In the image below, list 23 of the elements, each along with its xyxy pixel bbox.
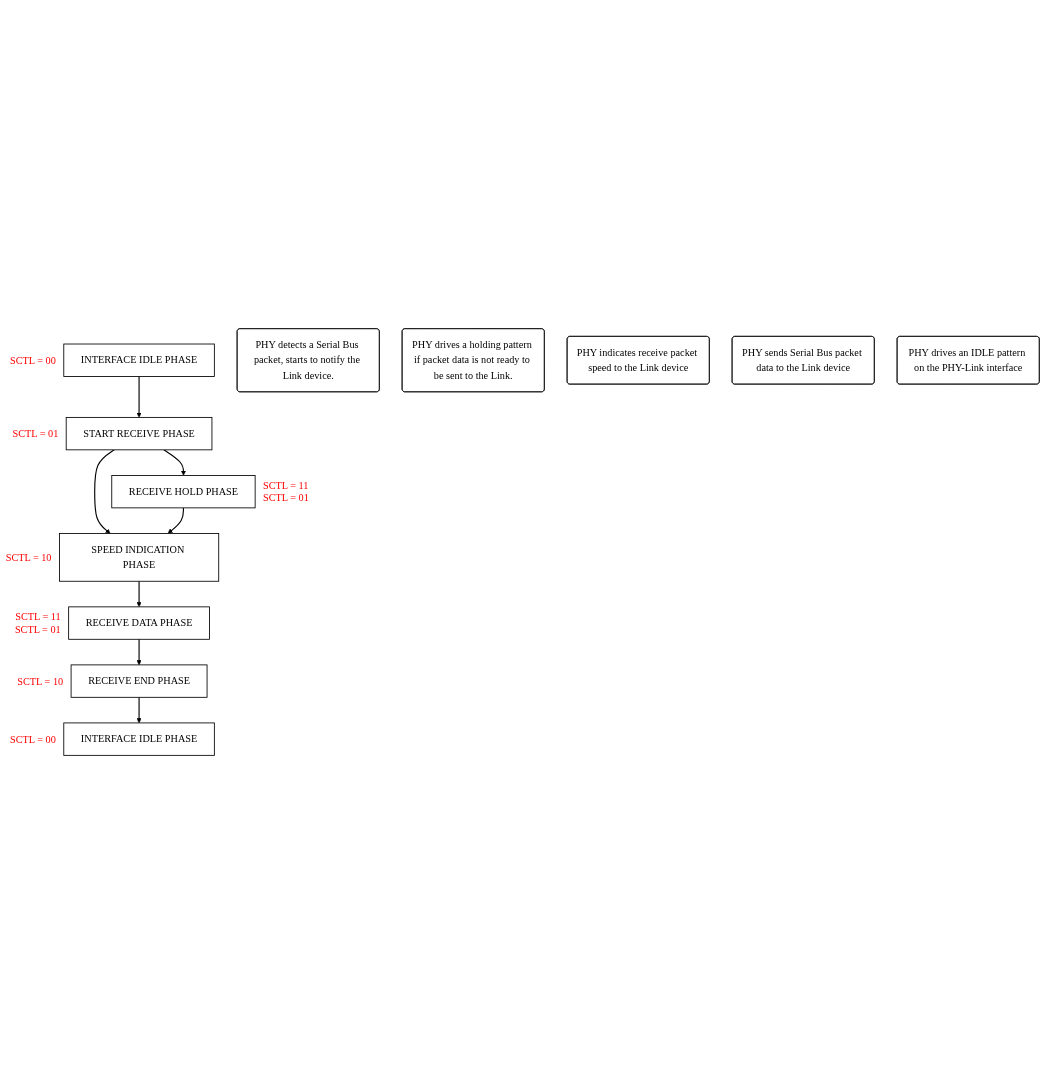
node-box: INTERFACE IDLE PHASE — [63, 343, 215, 377]
arrow — [136, 638, 142, 666]
node-box: INTERFACE IDLE PHASE — [63, 722, 215, 756]
state-code-label: SCTL = 01 — [12, 428, 59, 440]
state-code-label: SCTL = 00 — [10, 354, 56, 366]
state-code-label: SCTL = 11 — [263, 479, 309, 491]
arrow — [136, 580, 142, 608]
node-box: RECEIVE DATA PHASE — [68, 606, 210, 640]
arrow — [136, 696, 142, 724]
node-box: RECEIVE HOLD PHASE — [111, 475, 256, 509]
state-code-label: SCTL = 01 — [14, 623, 61, 635]
state-code-label: SCTL = 10 — [5, 551, 52, 563]
node-box: START RECEIVE PHASE — [65, 416, 213, 451]
state-code-label: SCTL = 01 — [263, 492, 309, 504]
state-code-label: SCTL = 00 — [10, 733, 56, 745]
arrow — [94, 449, 115, 534]
arrow — [167, 507, 184, 534]
arrow — [163, 449, 186, 476]
arrow — [136, 375, 142, 418]
node-box: RECEIVE END PHASE — [70, 664, 208, 698]
node-box: SPEED INDICATION PHASE — [59, 533, 220, 582]
state-code-label: SCTL = 11 — [15, 611, 61, 623]
state-code-label: SCTL = 10 — [17, 675, 64, 687]
